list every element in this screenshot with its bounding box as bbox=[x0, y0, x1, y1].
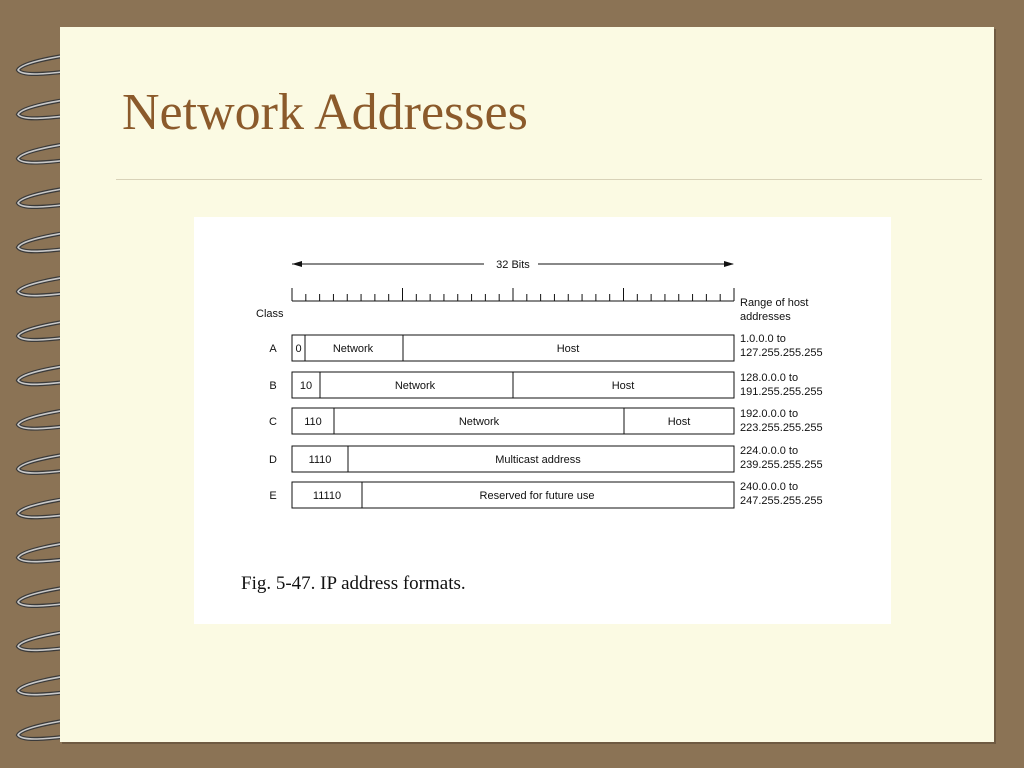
class-label: B bbox=[269, 380, 276, 392]
figure-caption: Fig. 5-47. IP address formats. bbox=[241, 573, 466, 594]
arrowhead-left bbox=[292, 261, 302, 267]
bit-ruler bbox=[291, 288, 735, 302]
class-header: Class bbox=[256, 308, 284, 320]
reserved-field: Reserved for future use bbox=[480, 490, 595, 502]
class-label: D bbox=[269, 454, 277, 466]
class-a-row: A 0 Network Host 1.0.0.0 to 127.255.255.… bbox=[269, 333, 823, 362]
page-title: Network Addresses bbox=[122, 84, 528, 141]
multicast-field: Multicast address bbox=[495, 454, 581, 466]
range-start: 128.0.0.0 to bbox=[740, 372, 798, 384]
slide-page: Network Addresses 32 Bits Class Range of… bbox=[60, 27, 994, 742]
range-start: 240.0.0.0 to bbox=[740, 481, 798, 493]
ip-address-format-diagram: 32 Bits Class Range of host addresses A … bbox=[256, 259, 823, 509]
figure-panel: 32 Bits Class Range of host addresses A … bbox=[194, 217, 891, 624]
address-box bbox=[291, 407, 735, 435]
network-field: Network bbox=[459, 416, 500, 428]
address-box bbox=[291, 481, 735, 509]
bits-label: 32 Bits bbox=[496, 259, 530, 271]
host-field: Host bbox=[668, 416, 691, 428]
range-start: 224.0.0.0 to bbox=[740, 445, 798, 457]
network-field: Network bbox=[333, 343, 374, 355]
range-end: 239.255.255.255 bbox=[740, 459, 823, 471]
host-field: Host bbox=[612, 380, 635, 392]
class-label: A bbox=[269, 343, 277, 355]
range-start: 192.0.0.0 to bbox=[740, 408, 798, 420]
range-end: 127.255.255.255 bbox=[740, 347, 823, 359]
range-header-line1: Range of host bbox=[740, 297, 809, 309]
class-prefix: 10 bbox=[300, 380, 312, 392]
range-end: 223.255.255.255 bbox=[740, 422, 823, 434]
class-b-row: B 10 Network Host 128.0.0.0 to 191.255.2… bbox=[269, 371, 823, 399]
class-e-row: E 11110 Reserved for future use 240.0.0.… bbox=[269, 481, 823, 509]
address-box bbox=[291, 445, 735, 473]
class-prefix: 0 bbox=[295, 343, 301, 355]
range-end: 191.255.255.255 bbox=[740, 386, 823, 398]
class-prefix: 110 bbox=[304, 416, 322, 428]
class-label: E bbox=[269, 490, 276, 502]
network-field: Network bbox=[395, 380, 436, 392]
title-divider bbox=[116, 179, 982, 180]
host-field: Host bbox=[557, 343, 580, 355]
class-label: C bbox=[269, 416, 277, 428]
class-prefix: 1110 bbox=[309, 454, 332, 466]
class-d-row: D 1110 Multicast address 224.0.0.0 to 23… bbox=[269, 445, 823, 473]
class-prefix: 11110 bbox=[313, 490, 341, 502]
arrowhead-right bbox=[724, 261, 734, 267]
range-start: 1.0.0.0 to bbox=[740, 333, 786, 345]
range-header-line2: addresses bbox=[740, 311, 791, 323]
width-arrow: 32 Bits bbox=[292, 259, 734, 271]
address-box bbox=[291, 334, 735, 362]
class-c-row: C 110 Network Host 192.0.0.0 to 223.255.… bbox=[269, 407, 823, 435]
range-end: 247.255.255.255 bbox=[740, 495, 823, 507]
